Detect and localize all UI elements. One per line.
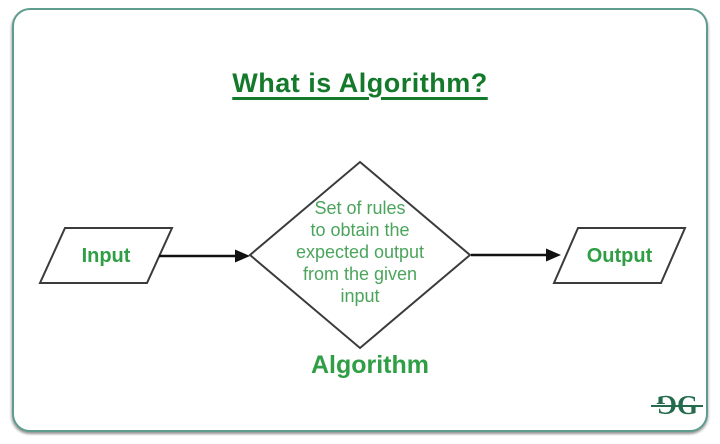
- arrow-algorithm-to-output-head: [546, 248, 561, 262]
- page-title: What is Algorithm?: [232, 68, 488, 98]
- input-label: Input: [81, 245, 131, 267]
- description-line: Set of rules: [314, 198, 406, 218]
- input-parallelogram: [38, 227, 174, 284]
- description-line: to obtain the: [310, 220, 410, 240]
- algorithm-diamond: [248, 160, 472, 350]
- description-line: expected output: [295, 242, 425, 262]
- geeksforgeeks-logo: GG: [650, 390, 704, 420]
- logo-crossbar: [651, 405, 703, 407]
- arrow-input-to-algorithm-head: [235, 249, 250, 263]
- algorithm-label: Algorithm: [310, 351, 430, 379]
- algorithm-description: Set of rules to obtain the expected outp…: [260, 197, 460, 307]
- description-line: from the given: [302, 264, 418, 284]
- description-line: input: [340, 286, 380, 306]
- output-label: Output: [586, 245, 653, 267]
- output-parallelogram: [552, 227, 687, 284]
